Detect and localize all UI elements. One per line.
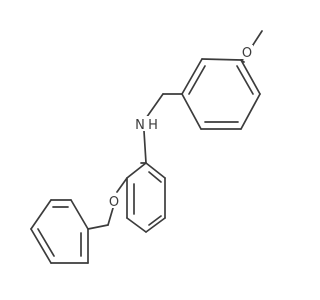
- bond-ring-b-3: [126, 217, 147, 233]
- central-phenyl-ring: [126, 162, 166, 233]
- bond-ring-c-3: [30, 199, 52, 230]
- bond-n-ch2: [143, 130, 147, 164]
- bond-ring-b-4: [145, 217, 166, 233]
- benzyl-ring: [30, 199, 89, 264]
- atom-label-o-methoxy: O: [242, 46, 252, 61]
- bond-ring-b-1: [126, 162, 147, 179]
- molecule-drawing: O N H O: [30, 30, 263, 264]
- bond-ring-a-inner-1: [188, 65, 206, 95]
- atom-o-ether: O: [108, 193, 120, 210]
- bond-ring-b-6: [145, 162, 166, 179]
- bond-ring-a-2: [181, 58, 203, 95]
- bond-ch2-ring-c: [87, 224, 109, 230]
- atom-o-methoxy: O: [241, 45, 253, 61]
- methoxyphenyl-ring: [181, 58, 261, 130]
- bond-ring-c-1: [70, 199, 89, 230]
- bond-ring-c-inner-2: [37, 228, 55, 257]
- structure-canvas: O N H O: [30, 30, 263, 264]
- bond-ring-a-6: [240, 59, 261, 95]
- atom-label-o-ether: O: [109, 195, 119, 210]
- bond-ring-a-3: [181, 93, 202, 130]
- bond-ring-a-5: [240, 93, 261, 130]
- bond-ring-b-inner-2: [148, 215, 162, 226]
- bond-ring-a-inner-3: [236, 65, 254, 95]
- bond-o-ch2: [107, 207, 114, 226]
- bond-ring-a-1: [201, 58, 242, 61]
- atom-label-h: H: [148, 118, 158, 133]
- bond-ring-b-inner-3: [148, 171, 162, 183]
- bond-ring-b-o: [116, 177, 128, 193]
- atom-nh: N H: [134, 116, 158, 133]
- atom-label-n: N: [135, 118, 145, 133]
- bond-ring-c-4: [30, 228, 52, 264]
